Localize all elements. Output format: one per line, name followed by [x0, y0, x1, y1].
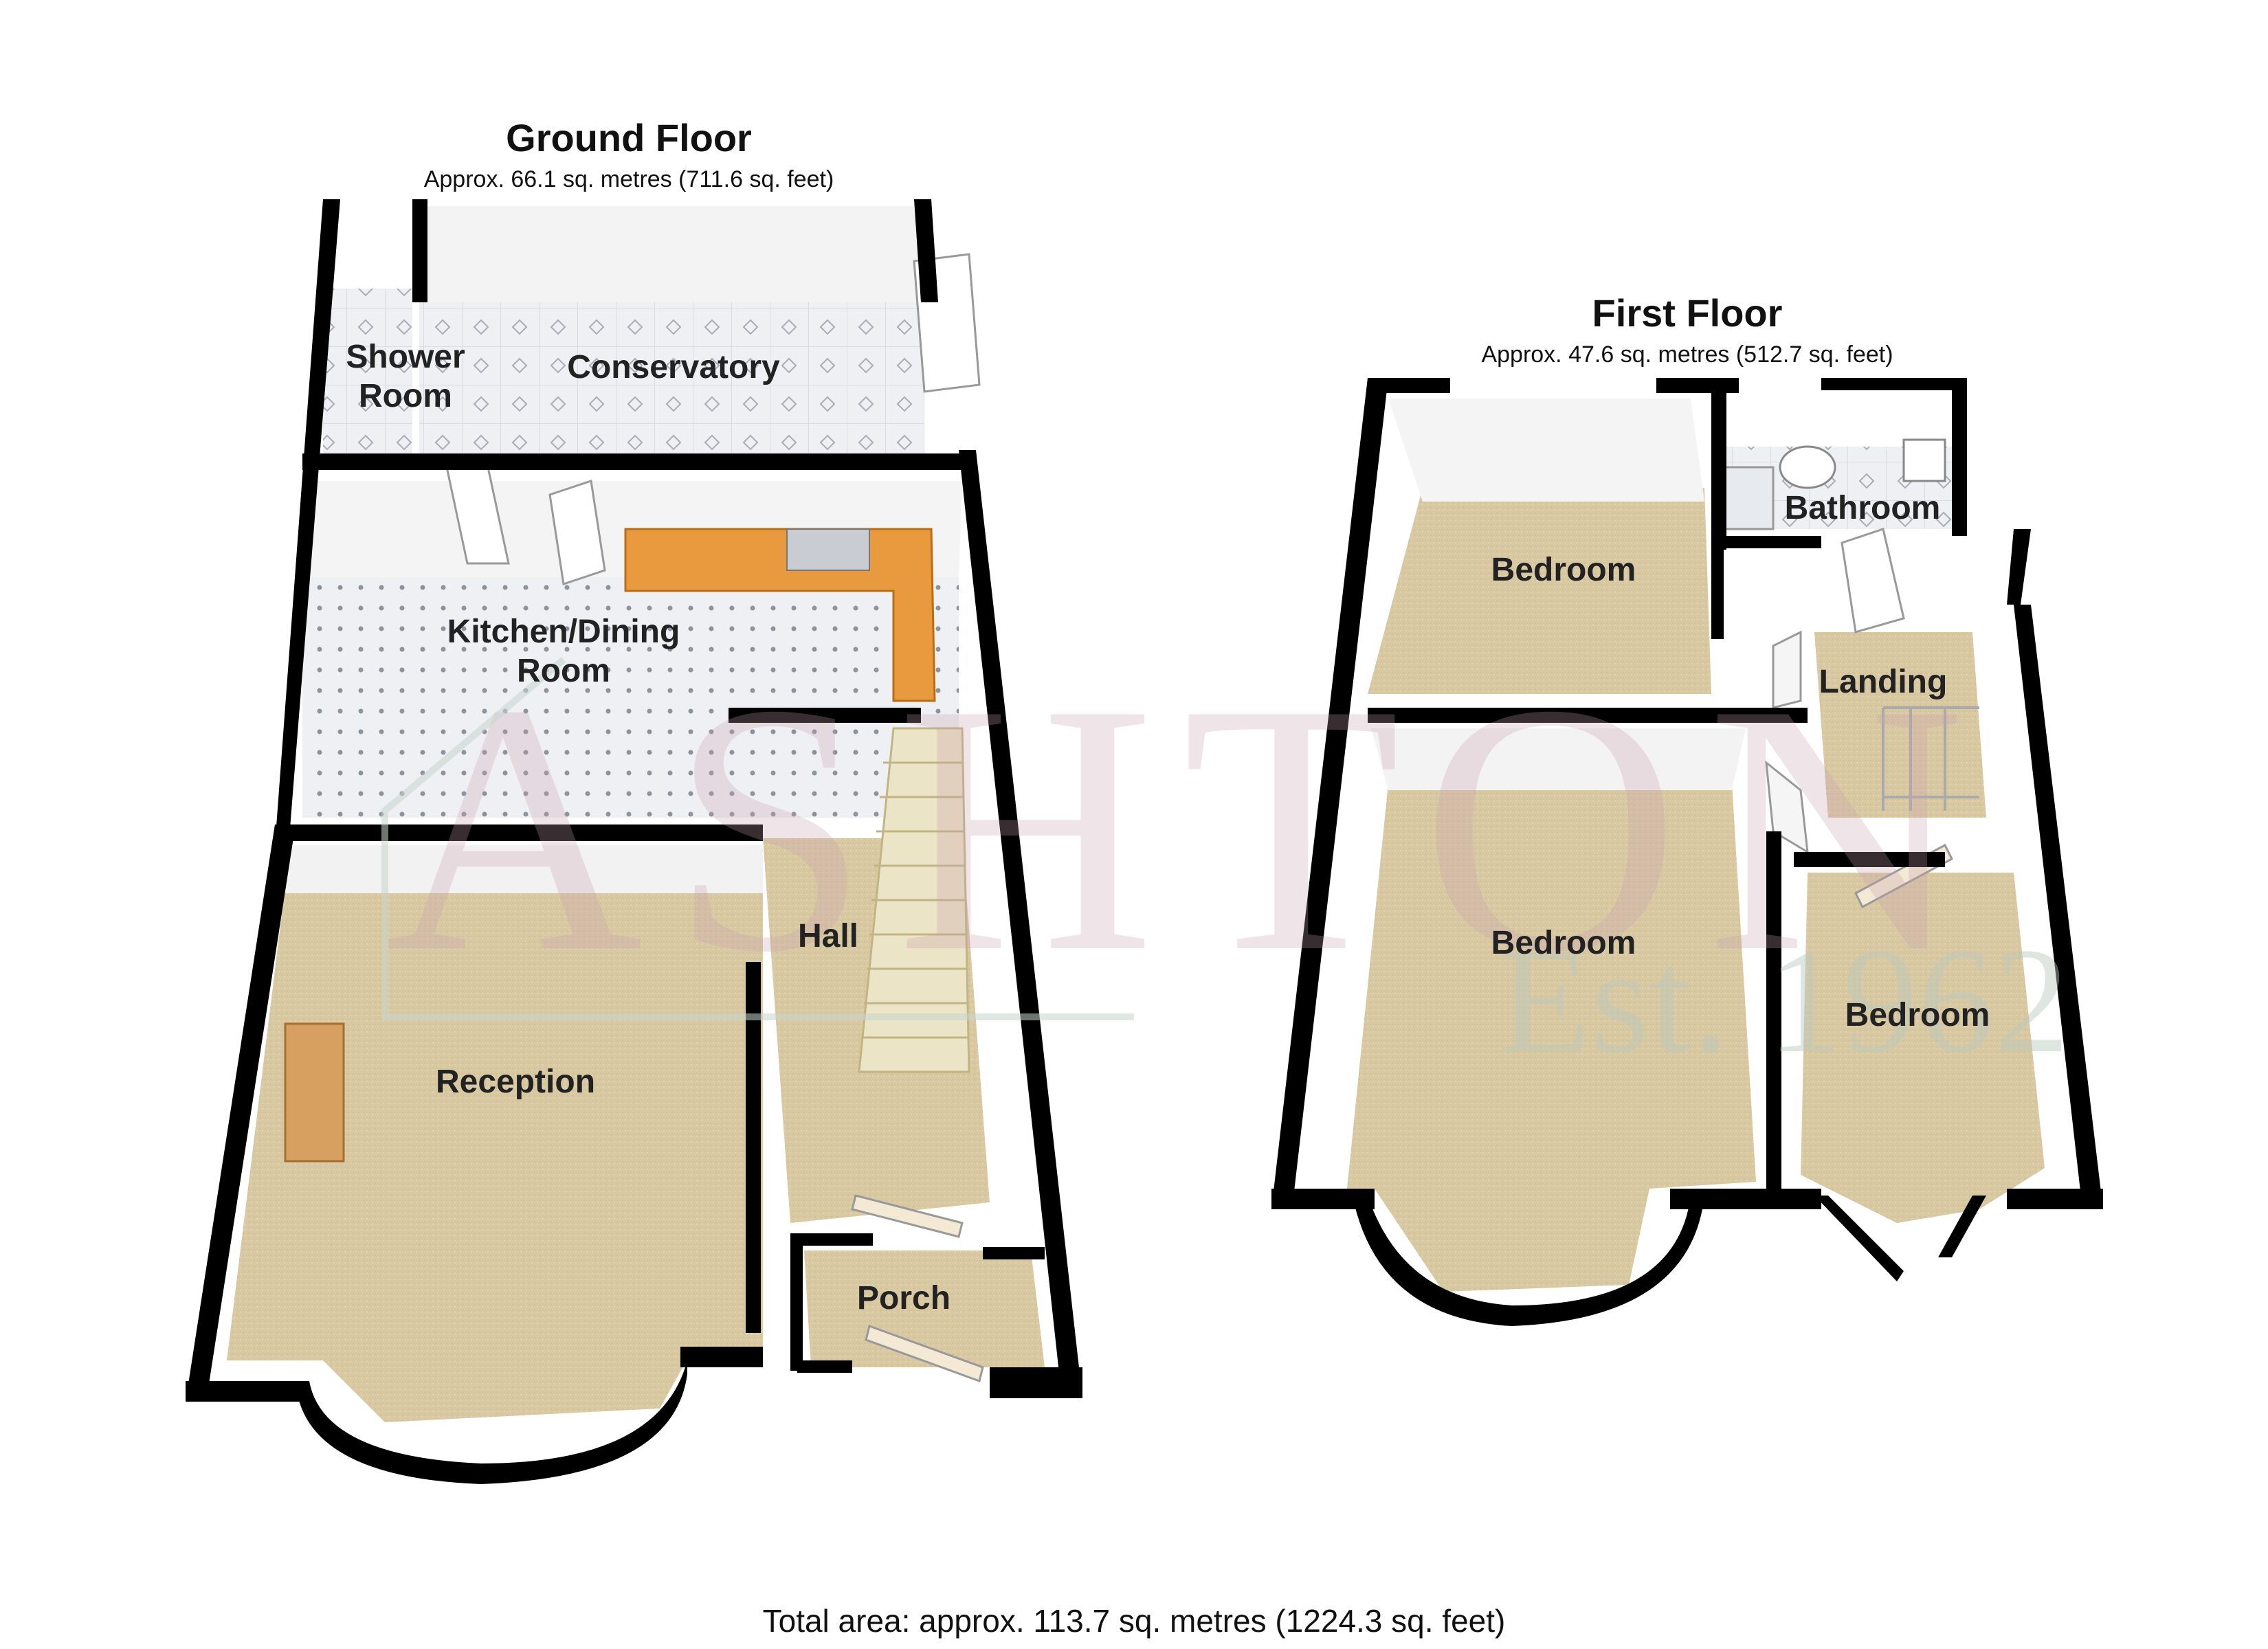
room-label-kitchen-line2: Room: [517, 653, 610, 689]
first-floor-title: First Floor: [1592, 291, 1783, 335]
staircase: [858, 727, 970, 1073]
room-label-landing: Landing: [1819, 664, 1948, 700]
conservatory-floor: [419, 302, 924, 453]
room-label-bedroom-rear: Bedroom: [1491, 552, 1636, 588]
room-label-conservatory: Conservatory: [567, 349, 780, 385]
room-label-hall: Hall: [798, 918, 858, 954]
landing-floor: [1814, 632, 1986, 818]
wall-face: [275, 845, 763, 893]
room-label-kitchen: Kitchen/Dining: [447, 614, 680, 650]
door: [865, 1325, 984, 1382]
door: [851, 1194, 964, 1238]
kitchen-worktop: [624, 528, 936, 702]
wall-face: [1371, 728, 1746, 790]
total-area: Total area: approx. 113.7 sq. metres (12…: [763, 1603, 1506, 1639]
kitchen-floor: [302, 577, 959, 818]
door: [1841, 528, 1905, 633]
ground-floor-plan: [186, 199, 1082, 1484]
door: [1772, 630, 1802, 709]
first-floor-walls: [1271, 378, 2103, 1326]
room-labels: Shower Room Conservatory Kitchen/Dining …: [346, 339, 1990, 1316]
room-label-reception: Reception: [436, 1064, 595, 1100]
watermark-brand: ASHTON: [385, 631, 1993, 1026]
bedroom-front-floor: [1347, 783, 1756, 1292]
room-label-bathroom: Bathroom: [1785, 490, 1941, 526]
room-label-bedroom-front: Bedroom: [1491, 925, 1636, 961]
shower-room-floor: [323, 289, 412, 453]
banister: [1882, 706, 1979, 811]
fireplace: [284, 1022, 345, 1163]
first-floor-area: Approx. 47.6 sq. metres (512.7 sq. feet): [1481, 341, 1893, 368]
ground-floor-area: Approx. 66.1 sq. metres (711.6 sq. feet): [424, 166, 834, 192]
first-floor-plan: [1271, 378, 2103, 1326]
room-label-bedroom-small: Bedroom: [1845, 997, 1990, 1033]
bedroom-rear-floor: [1368, 488, 1711, 694]
room-label-shower: Shower: [346, 339, 465, 375]
porch-floor: [804, 1250, 1045, 1367]
toilet: [1902, 438, 1946, 482]
ground-floor-title: Ground Floor: [506, 116, 752, 159]
watermark-established: Est. 1962: [1498, 917, 2069, 1084]
watermark-frame: [381, 657, 1134, 1020]
sink: [786, 528, 870, 571]
wall-face: [1388, 399, 1704, 502]
ground-floor-walls: [186, 199, 1082, 1484]
watermark: ASHTON Est. 1962: [381, 631, 2069, 1084]
door: [548, 480, 606, 585]
room-label-porch: Porch: [857, 1280, 950, 1316]
room-label-shower-line2: Room: [359, 378, 452, 414]
bedroom-small-floor: [1801, 873, 2045, 1223]
basin: [1779, 445, 1836, 489]
shower-tray: [1724, 466, 1775, 530]
wall-face: [419, 206, 924, 302]
